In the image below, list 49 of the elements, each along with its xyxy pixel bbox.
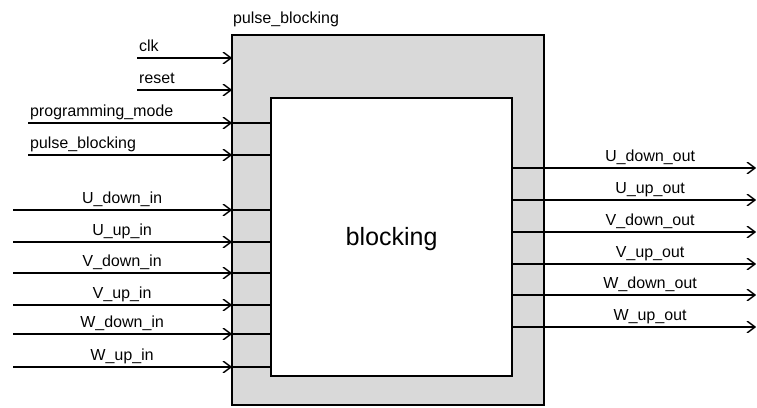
signal-label: clk [139,38,159,56]
signal-line [231,241,270,243]
signal-line [231,209,270,211]
signal-line [513,294,545,296]
signal-arrow [13,298,232,312]
signal-arrow [13,235,232,249]
block-title: pulse_blocking [233,10,339,28]
signal-arrow [137,51,232,65]
signal-label: programming_mode [30,103,174,121]
signal-arrow [545,320,756,334]
signal-label: W_down_in [80,314,164,332]
signal-line [513,231,545,233]
signal-arrow [28,116,232,130]
signal-label: V_down_out [606,212,694,230]
signal-label: V_up_in [92,285,152,303]
signal-label: pulse_blocking [30,135,136,153]
signal-label: V_down_in [82,253,162,271]
signal-line [231,122,270,124]
signal-label: W_down_out [603,275,697,293]
signal-label: U_down_in [82,190,162,208]
signal-line [231,272,270,274]
signal-line [231,333,270,335]
signal-arrow [545,288,756,302]
signal-arrow [545,257,756,271]
signal-label: U_up_out [615,180,685,198]
signal-label: W_up_out [614,307,686,325]
signal-line [513,263,545,265]
signal-arrow [28,148,232,162]
signal-line [231,366,270,368]
signal-label: U_down_out [605,148,695,166]
block-box [270,97,513,377]
signal-label: W_up_in [90,347,154,365]
signal-label: V_up_out [616,244,684,262]
signal-line [231,154,270,156]
signal-arrow [545,161,756,175]
signal-line [513,199,545,201]
signal-label: U_up_in [92,222,152,240]
signal-arrow [13,203,232,217]
signal-arrow [545,193,756,207]
signal-arrow [13,360,232,374]
signal-line [513,167,545,169]
signal-arrow [545,225,756,239]
block-name: blocking [346,222,438,252]
signal-label: reset [139,70,175,88]
signal-line [513,326,545,328]
signal-arrow [137,83,232,97]
signal-arrow [13,266,232,280]
signal-arrow [13,327,232,341]
signal-line [231,304,270,306]
